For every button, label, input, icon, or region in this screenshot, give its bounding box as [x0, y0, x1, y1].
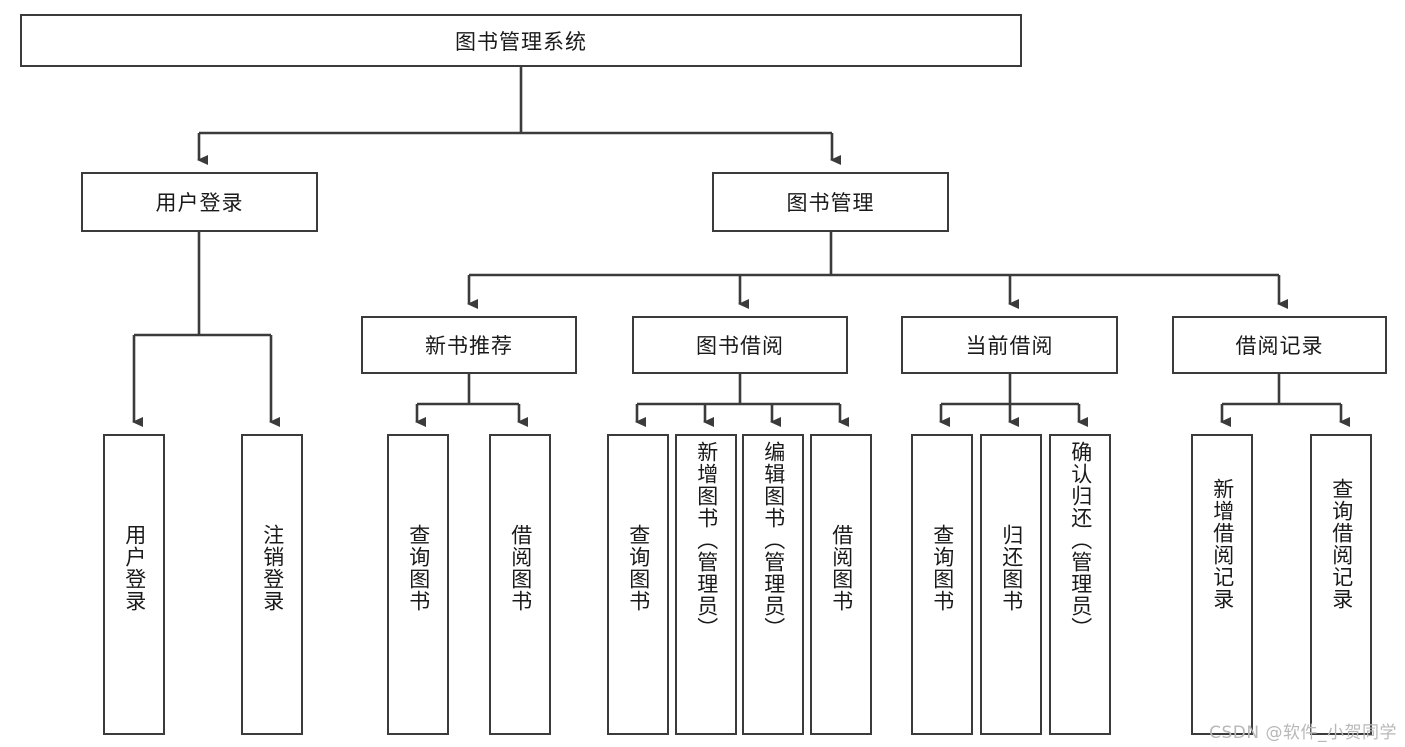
node-leaf-add-book[interactable]: 新增图书（管理员）: [675, 434, 737, 735]
node-leaf-query-record[interactable]: 查询借阅记录: [1310, 434, 1372, 735]
node-label: 新增图书（管理员）: [694, 441, 719, 639]
node-leaf-borrow-book-1[interactable]: 借阅图书: [489, 434, 551, 735]
node-label: 借阅图书: [508, 524, 533, 612]
node-leaf-add-record[interactable]: 新增借阅记录: [1191, 434, 1253, 735]
node-label: 新增借阅记录: [1210, 478, 1235, 610]
node-label: 新书推荐: [425, 334, 513, 358]
node-leaf-user-logout[interactable]: 注销登录: [241, 434, 303, 735]
node-label: 借阅记录: [1235, 334, 1324, 358]
node-leaf-query-book-3[interactable]: 查询图书: [911, 434, 973, 735]
node-label: 当前借阅: [965, 334, 1054, 358]
node-leaf-borrow-book-2[interactable]: 借阅图书: [810, 434, 872, 735]
node-leaf-query-book-1[interactable]: 查询图书: [387, 434, 449, 735]
node-leaf-return-book[interactable]: 归还图书: [980, 434, 1042, 735]
node-current-borrow[interactable]: 当前借阅: [901, 316, 1118, 374]
node-label: 用户登录: [122, 524, 147, 612]
node-label: 图书借阅: [696, 334, 784, 358]
node-label: 注销登录: [260, 524, 285, 612]
node-leaf-edit-book[interactable]: 编辑图书（管理员）: [742, 434, 804, 735]
node-leaf-confirm-return[interactable]: 确认归还（管理员）: [1049, 434, 1111, 735]
node-leaf-query-book-2[interactable]: 查询图书: [607, 434, 669, 735]
node-user-login[interactable]: 用户登录: [81, 172, 318, 232]
watermark: CSDN @软件_小贺同学: [1209, 723, 1397, 743]
node-leaf-user-login[interactable]: 用户登录: [103, 434, 165, 735]
node-label: 归还图书: [999, 524, 1024, 612]
node-book-manage[interactable]: 图书管理: [712, 172, 949, 232]
node-label: 查询借阅记录: [1329, 478, 1354, 610]
node-label: 确认归还（管理员）: [1068, 441, 1093, 639]
node-borrow-record[interactable]: 借阅记录: [1172, 316, 1387, 374]
node-label: 图书管理系统: [455, 29, 587, 54]
node-label: 编辑图书（管理员）: [761, 441, 786, 639]
node-book-borrow[interactable]: 图书借阅: [632, 316, 848, 374]
node-label: 用户登录: [155, 191, 244, 215]
node-root-book-management-system[interactable]: 图书管理系统: [20, 14, 1022, 67]
node-label: 查询图书: [406, 524, 431, 612]
node-label: 图书管理: [786, 191, 875, 215]
node-label: 查询图书: [930, 524, 955, 612]
node-label: 查询图书: [626, 524, 651, 612]
node-new-book-recommend[interactable]: 新书推荐: [361, 316, 577, 374]
node-label: 借阅图书: [829, 524, 854, 612]
